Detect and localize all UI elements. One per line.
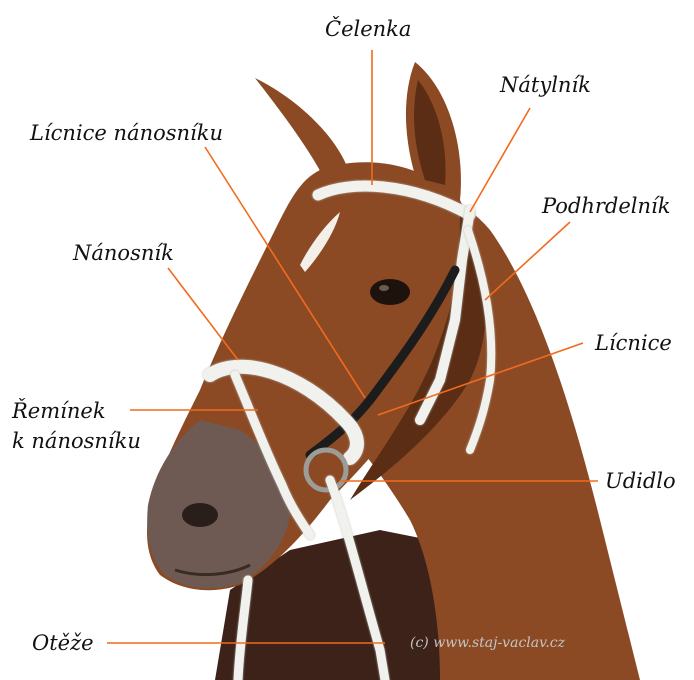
pointer-natylnik xyxy=(470,108,530,212)
watermark: (c) www.staj-vaclav.cz xyxy=(410,635,565,651)
label-oteze: Otěže xyxy=(32,630,94,656)
label-licnice-nanosniku: Lícnice nánosníku xyxy=(30,120,223,146)
label-podhrdelnik: Podhrdelník xyxy=(542,193,670,219)
label-reminek-line2: k nánosníku xyxy=(12,428,141,454)
pointer-nanosnik xyxy=(168,268,238,360)
label-nanosnik: Nánosník xyxy=(73,240,174,266)
label-natylnik: Nátylník xyxy=(500,72,591,98)
label-udidlo: Udidlo xyxy=(605,468,676,494)
horse-nostril xyxy=(182,503,218,527)
label-reminek-line1: Řemínek xyxy=(12,398,106,424)
label-licnice: Lícnice xyxy=(595,330,672,356)
horse-eye xyxy=(370,279,410,305)
horse-eye-highlight xyxy=(379,285,389,291)
label-celenka: Čelenka xyxy=(325,16,411,42)
horse-ear-left xyxy=(255,78,350,180)
